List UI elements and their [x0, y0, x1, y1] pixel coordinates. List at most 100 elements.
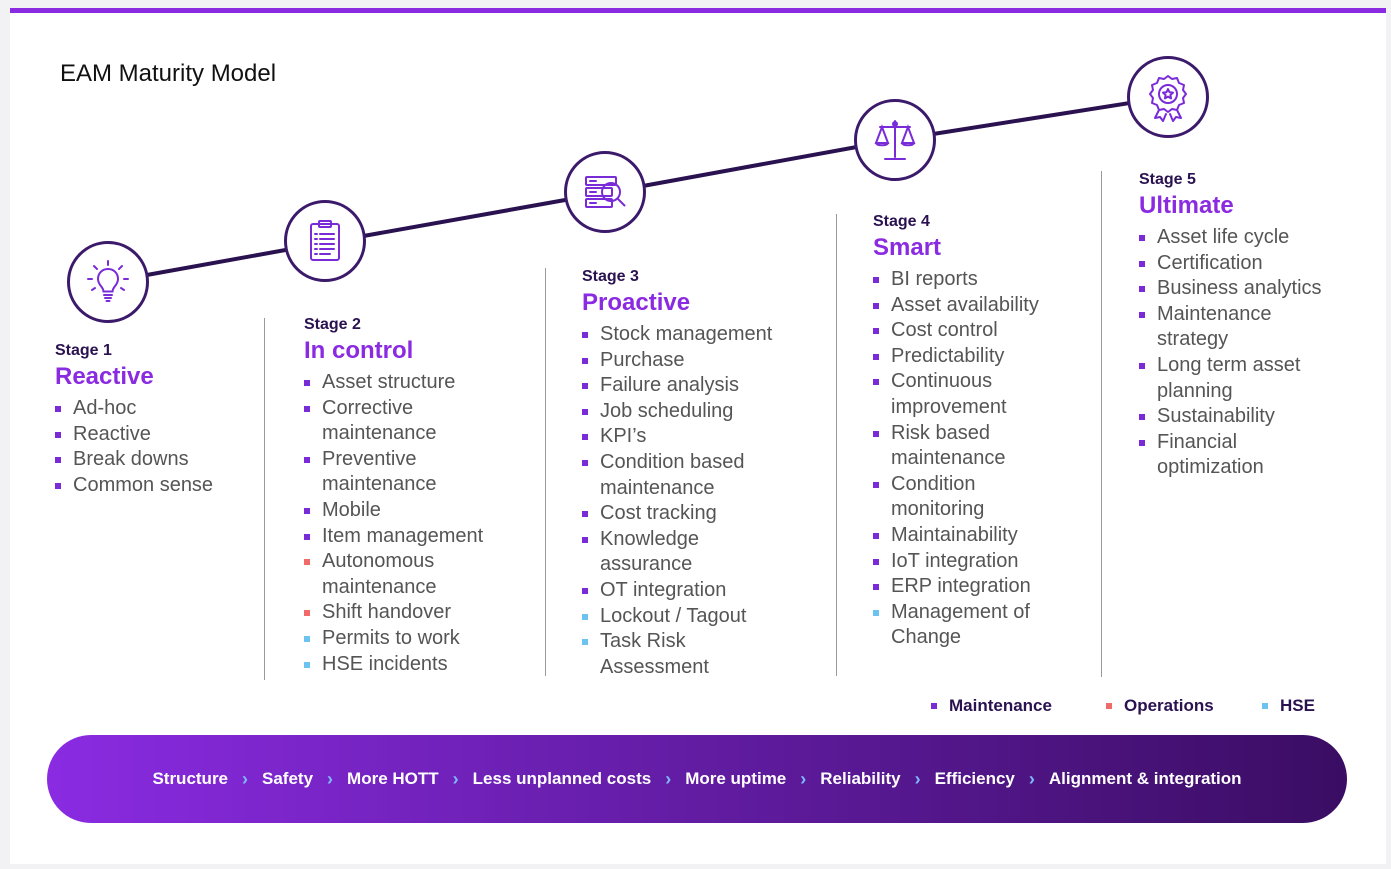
stage-item: Sustainability: [1139, 404, 1369, 430]
legend-label: HSE: [1280, 696, 1315, 715]
page-title: EAM Maturity Model: [60, 60, 277, 87]
award-badge-icon: [1149, 75, 1187, 122]
stage-item: KPI’s: [582, 424, 822, 450]
banner-step: Efficiency: [934, 769, 1015, 788]
stage-item: Job scheduling: [582, 399, 822, 425]
stage-1-icon-circle: [67, 241, 149, 323]
stage-item: Stock management: [582, 322, 822, 348]
banner-step: Less unplanned costs: [472, 769, 652, 788]
chevron-right-icon: ›: [242, 768, 249, 789]
bullet-maintenance: [1139, 414, 1145, 421]
divider-4: [1101, 171, 1102, 677]
bullet-maintenance: [1139, 439, 1145, 446]
bullet-maintenance: [582, 587, 588, 594]
bullet-maintenance: [1139, 235, 1145, 241]
stage-number: Stage 1: [55, 342, 112, 359]
bullet-hse: [304, 635, 310, 642]
stage-item: ERP integration: [873, 574, 1093, 600]
top-accent-bar: [10, 8, 1386, 13]
legend-hse: HSE: [1262, 696, 1315, 716]
banner-step: Structure: [152, 769, 229, 788]
stage-number: Stage 2: [304, 316, 361, 333]
stage-item: Ad-hoc: [55, 396, 255, 422]
banner-step: Alignment & integration: [1048, 769, 1242, 788]
bullet-maintenance: [582, 357, 588, 364]
bullet-maintenance: [55, 482, 61, 489]
stage-item: Permits to work: [304, 626, 534, 652]
banner-step: More uptime: [685, 769, 787, 788]
stage-item: Lockout / Tagout: [582, 604, 822, 630]
stage-item: Certification: [1139, 251, 1369, 277]
bullet-maintenance: [55, 406, 61, 412]
bullet-maintenance: [582, 536, 588, 543]
benefits-banner: Structure › Safety › More HOTT › Less unplanne…: [47, 735, 1347, 823]
bullet-maintenance: [582, 332, 588, 338]
stage-item: Mobile: [304, 498, 534, 524]
bullet-maintenance: [873, 379, 879, 386]
stage-item: Shift handover: [304, 600, 534, 626]
banner-step: Safety: [262, 769, 314, 788]
clipboard-icon: [310, 220, 340, 261]
bullet-maintenance: [1139, 362, 1145, 369]
stage-item: Common sense: [55, 473, 255, 499]
bullet-maintenance: [873, 532, 879, 539]
bullet-maintenance: [873, 302, 879, 309]
bullet-maintenance: [582, 459, 588, 466]
bullet-maintenance: [582, 434, 588, 441]
bullet-maintenance: [304, 507, 310, 514]
stage-item: Item management: [304, 524, 534, 550]
bullet-maintenance: [873, 277, 879, 283]
bullet-maintenance: [582, 511, 588, 518]
chevron-right-icon: ›: [452, 768, 459, 789]
chevron-right-icon: ›: [1028, 768, 1035, 789]
legend-operations: Operations: [1106, 696, 1214, 716]
legend-swatch: [1106, 703, 1112, 709]
legend-label: Maintenance: [949, 696, 1052, 715]
stage-number: Stage 5: [1139, 171, 1196, 188]
bullet-hse: [304, 661, 310, 668]
legend-maintenance: Maintenance: [931, 696, 1052, 716]
stage-name: Smart: [873, 234, 942, 261]
lightbulb-icon: [87, 260, 129, 302]
bullet-maintenance: [55, 457, 61, 464]
banner-step: Reliability: [820, 769, 901, 788]
chevron-right-icon: ›: [914, 768, 921, 789]
banner-step: More HOTT: [347, 769, 439, 788]
bullet-maintenance: [873, 430, 879, 437]
divider-1: [264, 318, 265, 680]
stage-name: Ultimate: [1139, 192, 1234, 219]
bullet-hse: [873, 609, 879, 616]
bullet-maintenance: [582, 383, 588, 390]
stage-name: Reactive: [55, 363, 154, 390]
stage-name: Proactive: [582, 289, 691, 316]
stage-2-icon-circle: [284, 200, 366, 282]
bullet-maintenance: [1139, 260, 1145, 267]
bullet-maintenance: [304, 533, 310, 540]
stage-item: Cost control: [873, 318, 1093, 344]
bullet-maintenance: [304, 380, 310, 386]
chevron-right-icon: ›: [327, 768, 334, 789]
stage-item: Business analytics: [1139, 276, 1369, 302]
stage-name: In control: [304, 337, 414, 364]
stage-item: Break downs: [55, 447, 255, 473]
legend-label: Operations: [1124, 696, 1214, 715]
chevron-right-icon: ›: [800, 768, 807, 789]
stage-number: Stage 4: [873, 213, 930, 230]
stage-4-icon-circle: [854, 99, 936, 181]
